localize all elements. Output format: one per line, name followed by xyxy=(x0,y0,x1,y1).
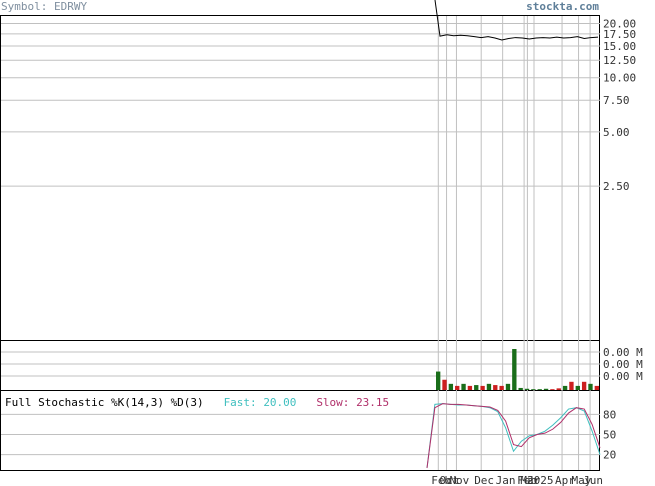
stochastic-tick-label: 20 xyxy=(603,449,616,462)
x-tick-label: Feb xyxy=(517,474,537,486)
slow-label: Slow: xyxy=(316,396,350,409)
brand-link[interactable]: stockta.com xyxy=(526,0,599,13)
stochastic-panel xyxy=(0,390,600,471)
volume-axis: 0.00 M0.00 M0.00 M xyxy=(603,346,643,383)
volume-grid xyxy=(1,351,600,377)
volume-bar xyxy=(455,385,460,390)
price-tick-label: 5.00 xyxy=(603,126,630,139)
volume-bar xyxy=(531,389,536,390)
volume-bar xyxy=(581,381,587,390)
x-tick-label: Mar xyxy=(520,474,540,486)
price-panel xyxy=(0,15,600,341)
x-tick-label: Nov xyxy=(449,474,469,486)
slow-value: 23.15 xyxy=(356,396,390,409)
volume-bar xyxy=(537,389,542,390)
price-tick-label: 17.50 xyxy=(603,28,636,41)
stochastic-axis: 80 50 20 xyxy=(603,408,616,461)
volume-bar xyxy=(518,387,523,390)
volume-bars xyxy=(436,349,599,390)
fast-value: 20.00 xyxy=(263,396,297,409)
volume-bar xyxy=(575,385,580,390)
volume-bar xyxy=(512,349,517,390)
stochastic-title: Full Stochastic %K(14,3) %D(3) xyxy=(5,396,204,409)
price-tick-label: 10.00 xyxy=(603,72,636,85)
volume-bar xyxy=(474,385,479,390)
x-tick-label: Jan xyxy=(496,474,516,486)
stochastic-legend: Full Stochastic %K(14,3) %D(3) Fast: 20.… xyxy=(5,396,389,409)
volume-bar xyxy=(569,381,574,390)
price-line xyxy=(434,0,599,41)
volume-tick-label: 0.00 M xyxy=(603,370,643,383)
price-tick-label: 12.50 xyxy=(603,54,636,67)
symbol-header: Symbol: EDRWY xyxy=(1,0,87,13)
volume-bar xyxy=(448,383,454,390)
x-tick-label: Oct xyxy=(440,474,460,486)
volume-bar xyxy=(594,385,599,390)
fast-label: Fast: xyxy=(223,396,257,409)
price-grid xyxy=(1,22,600,187)
volume-bar xyxy=(543,388,549,390)
volume-bar xyxy=(562,385,568,390)
vertical-grid xyxy=(437,16,591,470)
x-tick-label: May xyxy=(572,474,592,486)
volume-panel xyxy=(0,340,600,391)
volume-bar xyxy=(480,385,485,390)
volume-bar xyxy=(588,383,593,390)
stochastic-tick-label: 50 xyxy=(603,429,616,442)
volume-bar xyxy=(524,388,530,390)
price-tick-label: 7.50 xyxy=(603,94,630,107)
price-tick-label: 20.00 xyxy=(603,17,636,30)
symbol-value: EDRWY xyxy=(53,0,88,13)
x-tick-label: 2025 xyxy=(527,474,554,486)
symbol-label: Symbol: xyxy=(1,0,48,13)
volume-bar xyxy=(499,385,504,390)
slow-d-line xyxy=(426,403,601,469)
volume-bar xyxy=(556,388,561,390)
x-tick-label: Feb xyxy=(431,474,451,486)
volume-bar xyxy=(436,371,441,390)
volume-bar xyxy=(550,389,555,390)
price-tick-label: 2.50 xyxy=(603,180,630,193)
x-tick-label: Apr xyxy=(555,474,575,486)
stochastic-tick-label: 80 xyxy=(603,408,616,421)
price-series xyxy=(434,0,599,41)
volume-bar xyxy=(461,383,466,390)
x-tick-label: Dec xyxy=(474,474,494,486)
price-tick-label: 15.00 xyxy=(603,40,636,53)
volume-bar xyxy=(467,385,473,390)
volume-bar xyxy=(493,385,498,390)
stochastic-series xyxy=(426,403,601,469)
volume-bar xyxy=(486,383,492,390)
volume-bar xyxy=(505,383,511,390)
volume-tick-label: 0.00 M xyxy=(603,346,643,359)
volume-tick-label: 0.00 M xyxy=(603,358,643,371)
x-tick-label: Jun xyxy=(583,474,603,486)
volume-bar xyxy=(442,379,447,390)
